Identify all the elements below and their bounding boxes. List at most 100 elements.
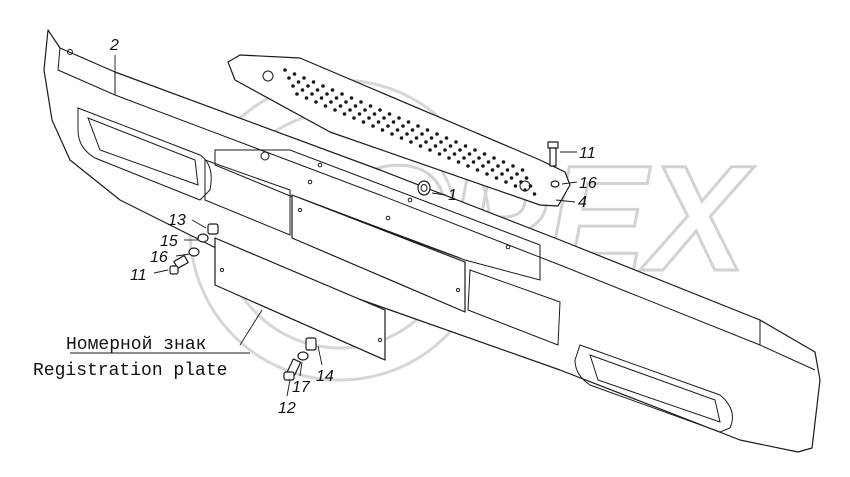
perforation-hole [473, 148, 477, 152]
perforation-hole [463, 144, 468, 148]
perforation-hole [515, 172, 519, 176]
perforation-hole [321, 84, 325, 88]
perforation-hole [363, 108, 367, 112]
grommet [417, 180, 431, 196]
perforation-hole [490, 168, 495, 172]
perforation-hole [390, 132, 394, 136]
callout-12: 12 [278, 400, 296, 417]
perforation-hole [504, 180, 508, 184]
perforation-hole [386, 124, 390, 128]
perforation-hole [397, 116, 401, 120]
perforation-hole [448, 144, 453, 148]
perforation-hole [353, 104, 358, 108]
perforation-hole [368, 104, 373, 108]
perforation-hole [532, 192, 537, 196]
perforation-hole [395, 128, 400, 132]
perforation-hole [410, 128, 415, 132]
perforation-hole [406, 120, 411, 124]
perforation-hole [361, 120, 366, 124]
perforation-hole [348, 108, 352, 112]
perforation-hole [437, 152, 442, 156]
leader-lines [70, 55, 578, 397]
step-plate-holes [283, 68, 537, 196]
perforation-hole [319, 96, 324, 100]
perforation-hole [323, 104, 328, 108]
perforation-hole [444, 136, 449, 140]
perforation-hole [452, 152, 457, 156]
callout-1: 1 [448, 187, 457, 204]
perforation-hole [409, 140, 413, 144]
perforation-hole [471, 160, 476, 164]
callout-4: 4 [578, 194, 587, 211]
perforation-hole [295, 92, 299, 96]
perforation-hole [519, 180, 523, 184]
perforation-hole [311, 80, 316, 84]
centre-opening-right [467, 269, 561, 346]
perforation-hole [505, 168, 510, 172]
perforation-hole [520, 168, 525, 172]
perforation-hole [334, 96, 339, 100]
perforation-hole [467, 152, 472, 156]
perforation-hole [528, 184, 533, 188]
perforation-hole [304, 96, 309, 100]
perforation-hole [466, 164, 470, 168]
perforation-hole [302, 76, 306, 80]
perforation-hole [439, 140, 443, 144]
registration-plate [214, 237, 386, 361]
step-plate [227, 54, 571, 207]
right-slot [574, 344, 733, 433]
perforation-hole [481, 164, 485, 168]
perforation-hole [418, 144, 423, 148]
perforation-hole [405, 132, 409, 136]
perforation-hole [344, 100, 348, 104]
perforation-hole [492, 156, 496, 160]
perforation-hole [523, 188, 527, 192]
perforation-hole [287, 76, 291, 80]
perforation-hole [306, 84, 310, 88]
perforation-hole [283, 68, 287, 72]
perforation-hole [325, 92, 329, 96]
perforation-hole [435, 132, 439, 136]
perforation-hole [376, 120, 381, 124]
perforation-hole [310, 92, 314, 96]
perforation-hole [462, 156, 466, 160]
callout-14: 14 [316, 368, 334, 385]
perforation-hole [391, 120, 396, 124]
perforation-hole [292, 72, 297, 76]
perforation-hole [340, 92, 344, 96]
perforation-hole [494, 176, 499, 180]
perforation-hole [372, 112, 377, 116]
perforation-hole [513, 184, 518, 188]
perforation-hole [511, 164, 515, 168]
perforation-hole [352, 116, 356, 120]
perforation-hole [371, 124, 375, 128]
perforation-hole [424, 140, 428, 144]
perforation-hole [454, 140, 458, 144]
bumper [43, 29, 821, 453]
perforation-hole [330, 88, 335, 92]
bolt-upper [547, 141, 560, 188]
callout-16-left: 16 [150, 249, 168, 266]
perforation-hole [367, 116, 371, 120]
perforation-hole [485, 172, 489, 176]
perforation-hole [509, 176, 514, 180]
callout-13: 13 [168, 212, 186, 229]
perforation-hole [524, 176, 529, 180]
perforation-hole [416, 124, 420, 128]
perforation-hole [300, 88, 305, 92]
perforation-hole [414, 136, 419, 140]
perforation-hole [447, 156, 451, 160]
perforation-hole [314, 100, 318, 104]
perforation-hole [349, 96, 354, 100]
perforation-hole [315, 88, 320, 92]
perforation-hole [296, 80, 301, 84]
perforation-hole [458, 148, 462, 152]
perforation-hole [456, 160, 461, 164]
perforation-hole [359, 100, 363, 104]
plate-holder-panel [291, 194, 466, 313]
perforation-hole [357, 112, 362, 116]
perforation-hole [387, 112, 392, 116]
perforation-hole [333, 108, 337, 112]
